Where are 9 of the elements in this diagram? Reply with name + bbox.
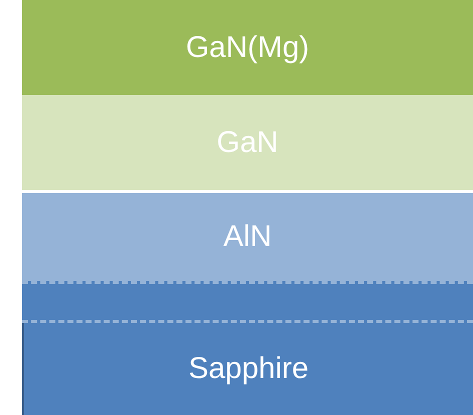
layer-label: Sapphire: [188, 352, 309, 386]
layer-band: [22, 0, 473, 95]
layer-label: AlN: [223, 220, 272, 254]
layer-label: GaN: [216, 126, 278, 160]
layer-band: [22, 193, 473, 281]
layer-band: [22, 323, 473, 415]
layer-band: [22, 95, 473, 190]
layer-bar: [22, 281, 473, 323]
layer-label: GaN(Mg): [186, 30, 310, 64]
